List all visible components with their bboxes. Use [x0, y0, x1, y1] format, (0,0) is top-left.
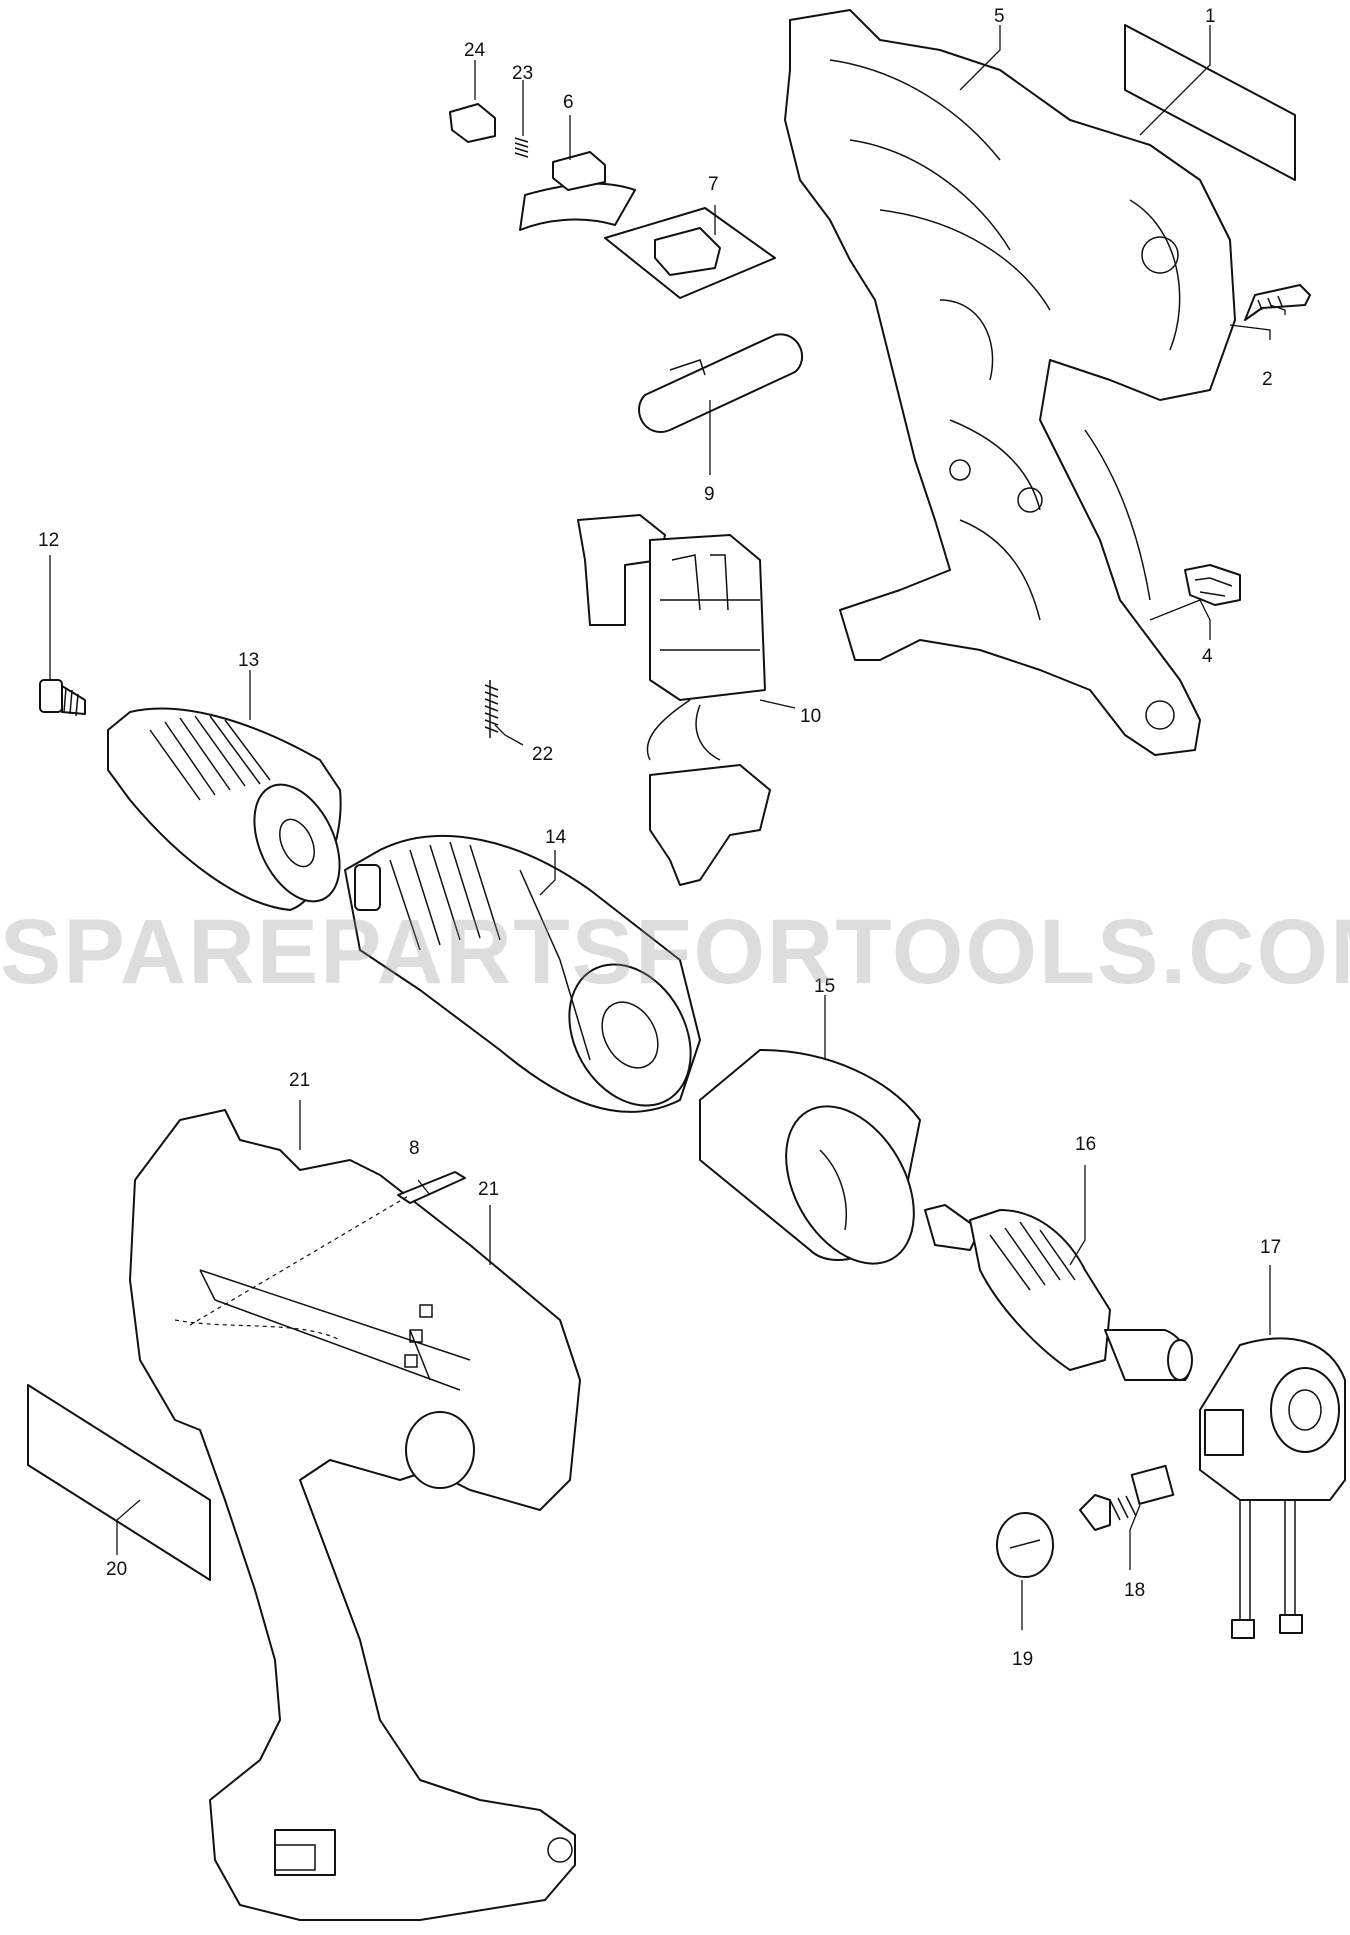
callout-5: 5 — [994, 6, 1005, 27]
callout-10: 10 — [800, 706, 821, 727]
part-7-switch-plate — [604, 207, 776, 299]
callout-2: 2 — [1262, 369, 1273, 390]
part-13-chuck — [107, 707, 342, 911]
callouts: 1 2 4 5 6 7 8 9 10 12 13 14 15 16 17 18 … — [38, 6, 1281, 1670]
part-19-brush-cap — [996, 1512, 1054, 1578]
callout-18: 18 — [1124, 1580, 1145, 1601]
part-22-spring — [484, 680, 499, 738]
callout-9: 9 — [704, 484, 715, 505]
part-18-carbon-brush — [1079, 1464, 1175, 1531]
callout-20: 20 — [106, 1559, 127, 1580]
callout-8: 8 — [409, 1138, 420, 1159]
callout-23: 23 — [512, 63, 533, 84]
part-4-clip — [1184, 564, 1241, 606]
part-16-armature — [924, 1204, 1193, 1381]
part-24-cap — [449, 103, 496, 143]
callout-21a: 21 — [289, 1070, 310, 1091]
part-12-bolt — [39, 679, 86, 717]
part-5-housing-right — [784, 9, 1236, 756]
callout-15: 15 — [814, 976, 835, 997]
leader-lines — [49, 25, 1286, 1630]
callout-4: 4 — [1202, 646, 1213, 667]
callout-16: 16 — [1075, 1134, 1096, 1155]
part-20-label — [27, 1384, 211, 1581]
callout-12: 12 — [38, 530, 59, 551]
part-17-brush-holder — [1199, 1337, 1346, 1639]
part-2-screw — [1244, 284, 1311, 321]
part-6-switch-button — [519, 151, 636, 231]
callout-19: 19 — [1012, 1649, 1033, 1670]
callout-17: 17 — [1260, 1237, 1281, 1258]
part-10-switch-assembly — [577, 514, 771, 886]
part-9-trigger-bar — [638, 333, 804, 433]
callout-22: 22 — [532, 744, 553, 765]
callout-13: 13 — [238, 650, 259, 671]
part-14-gearbox — [344, 834, 701, 1113]
part-1-label-plate — [1124, 24, 1296, 181]
part-21-housing-left — [129, 1109, 581, 1921]
part-8-plate — [397, 1171, 466, 1204]
callout-7: 7 — [708, 174, 719, 195]
callout-24: 24 — [464, 40, 486, 61]
callout-6: 6 — [563, 92, 574, 113]
callout-1: 1 — [1205, 6, 1216, 27]
callout-14: 14 — [545, 827, 567, 848]
callout-21b: 21 — [478, 1179, 499, 1200]
part-23-spring — [514, 137, 529, 158]
part-15-sleeve — [699, 1049, 921, 1265]
